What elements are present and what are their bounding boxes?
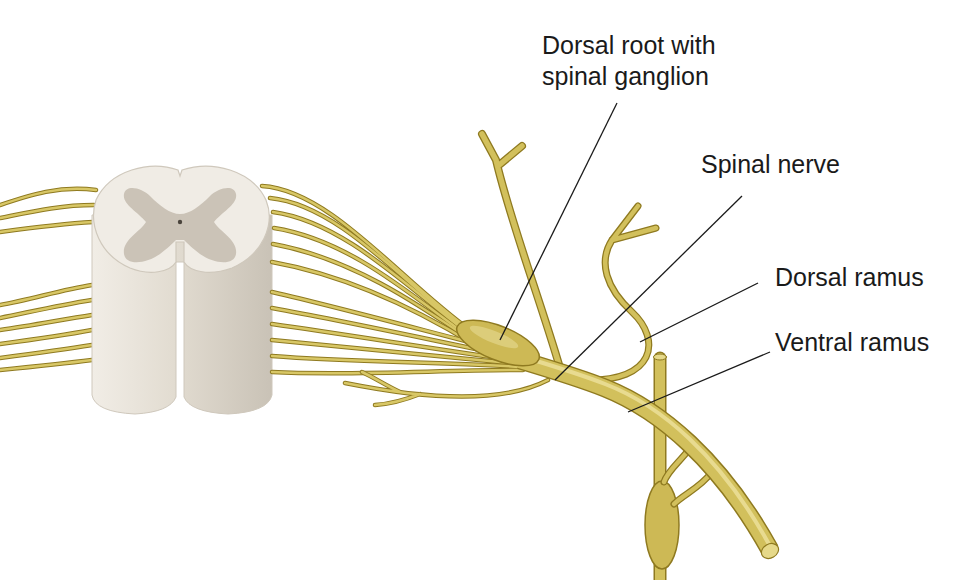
spinal-nerve [520,356,781,562]
label-box: Dorsal root with spinal ganglion [542,30,757,92]
part-label: Ventral ramus [775,327,965,358]
label-box: Spinal nerve [701,149,951,180]
leader-lines [500,103,770,412]
meningeal-branch [345,372,548,405]
leader-line [640,283,758,342]
part-label: Dorsal ramus [775,262,965,293]
left-rootlets [0,189,96,370]
leader-line [628,352,770,412]
part-label: Spinal nerve [701,149,951,180]
leader-line [500,103,617,340]
label-box: Dorsal ramus [775,262,965,293]
part-label: Dorsal root with spinal ganglion [542,30,757,92]
label-box: Ventral ramus [775,327,965,358]
leader-line [555,196,742,380]
spinal-ganglion [451,311,545,375]
spinal-cord [92,166,272,414]
